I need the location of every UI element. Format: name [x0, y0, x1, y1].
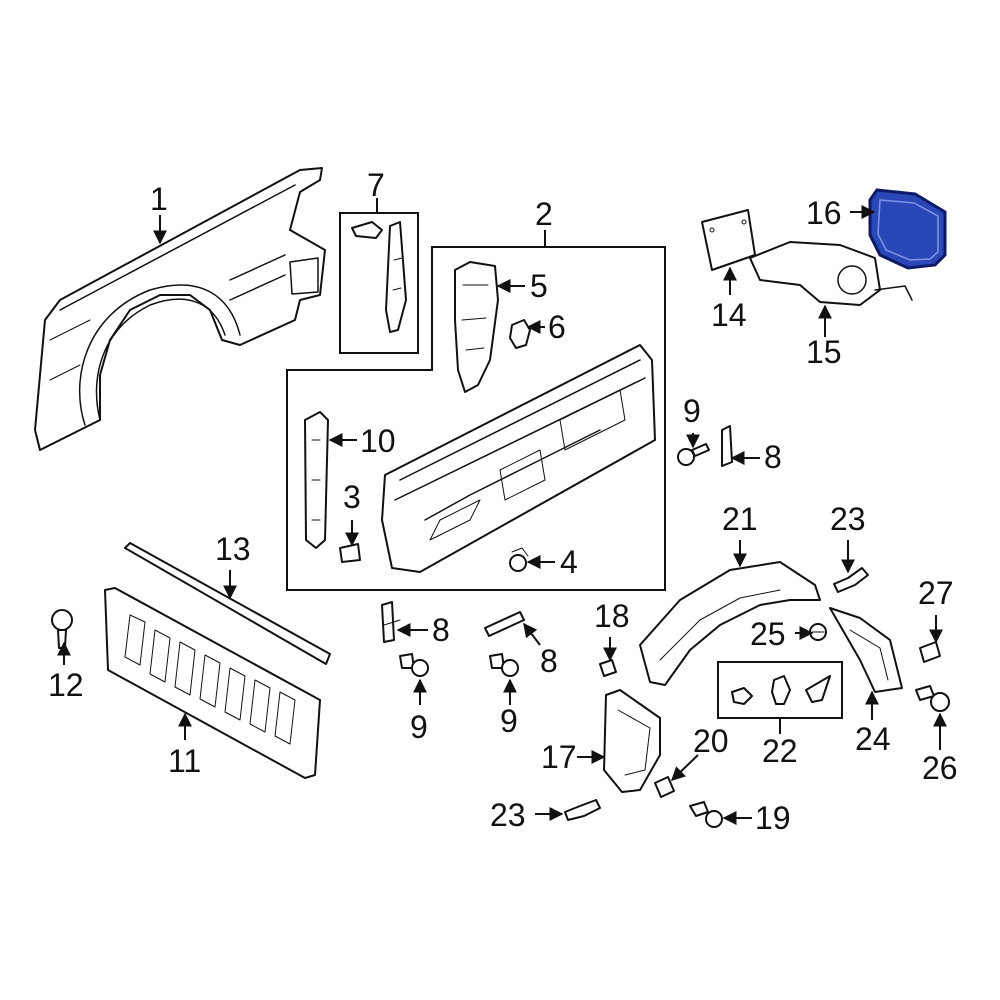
part-27-clip[interactable]: [919, 641, 941, 663]
part-25-clip[interactable]: [809, 623, 827, 641]
callout-15: 15: [806, 334, 842, 370]
part-12-bolt[interactable]: [51, 609, 73, 649]
part-20-clip[interactable]: [654, 776, 675, 798]
callout-24: 24: [855, 721, 891, 757]
callout-2: 2: [535, 196, 553, 232]
callout-22: 22: [762, 733, 798, 769]
callout-23-upper: 23: [830, 501, 866, 537]
leader-lines: [57, 198, 947, 825]
part-7-group[interactable]: [339, 212, 419, 354]
callout-27: 27: [918, 575, 954, 611]
callout-11: 11: [168, 743, 201, 779]
callout-19: 19: [755, 800, 791, 836]
callout-8-right: 8: [764, 439, 782, 475]
part-9-bolt-upper[interactable]: [677, 443, 710, 466]
callout-12: 12: [48, 667, 84, 703]
callout-6: 6: [548, 309, 566, 345]
callout-20: 20: [693, 723, 729, 759]
callout-1: 1: [150, 181, 168, 217]
part-23-pin-lower[interactable]: [564, 799, 601, 821]
part-15-housing[interactable]: [749, 241, 913, 306]
part-23-pin-upper[interactable]: [833, 567, 869, 593]
part-21-liner[interactable]: [639, 561, 821, 686]
callout-4: 4: [560, 544, 578, 580]
part-2-group-box: [286, 246, 666, 591]
part-17-shield[interactable]: [603, 689, 661, 793]
part-8-bracket-left[interactable]: [381, 601, 401, 643]
callout-3: 3: [343, 479, 361, 515]
part-6-clip[interactable]: [509, 319, 531, 349]
callout-labels: 1 7 2 5 6 10 3 4 9 8 13 11 12 8 8 9 9 14…: [48, 167, 958, 836]
part-8-bracket-right[interactable]: [721, 425, 733, 467]
part-16-fuel-door[interactable]: [868, 188, 947, 270]
part-26-bolt[interactable]: [915, 685, 950, 712]
part-18-clip[interactable]: [599, 659, 617, 677]
callout-21: 21: [722, 501, 758, 537]
callout-25: 25: [750, 616, 786, 652]
callout-14: 14: [711, 297, 747, 333]
part-4-clip[interactable]: [509, 547, 529, 572]
callout-7: 7: [367, 167, 385, 203]
part-2-front-panel[interactable]: [381, 344, 656, 573]
part-5-brace[interactable]: [454, 261, 499, 393]
callout-5: 5: [530, 268, 548, 304]
callout-13: 13: [215, 531, 251, 567]
callout-10: 10: [360, 423, 396, 459]
part-10-pillar[interactable]: [304, 411, 329, 549]
callout-16: 16: [806, 195, 842, 231]
part-3-bracket[interactable]: [339, 543, 361, 563]
callout-23-lower: 23: [490, 797, 526, 833]
callout-17: 17: [541, 739, 577, 775]
callout-8-left: 8: [432, 612, 450, 648]
callout-18: 18: [594, 598, 630, 634]
part-13-strip[interactable]: [124, 542, 331, 665]
part-9-bolt-lower-middle[interactable]: [489, 653, 519, 677]
callout-26: 26: [922, 750, 958, 786]
part-22-group[interactable]: [717, 661, 843, 719]
callout-8-middle: 8: [540, 643, 558, 679]
callout-9-lower-left: 9: [410, 709, 428, 745]
part-9-bolt-lower-left[interactable]: [399, 653, 429, 677]
callout-9-lower-middle: 9: [500, 703, 518, 739]
part-14-plate[interactable]: [701, 209, 756, 271]
part-11-tailgate-panel[interactable]: [104, 587, 321, 779]
callout-9-upper: 9: [683, 393, 701, 429]
part-8-bracket-middle[interactable]: [484, 611, 525, 637]
part-19-bolt[interactable]: [689, 801, 723, 828]
part-24-panel[interactable]: [829, 607, 903, 693]
part-1-bed-side-panel[interactable]: [34, 167, 326, 451]
